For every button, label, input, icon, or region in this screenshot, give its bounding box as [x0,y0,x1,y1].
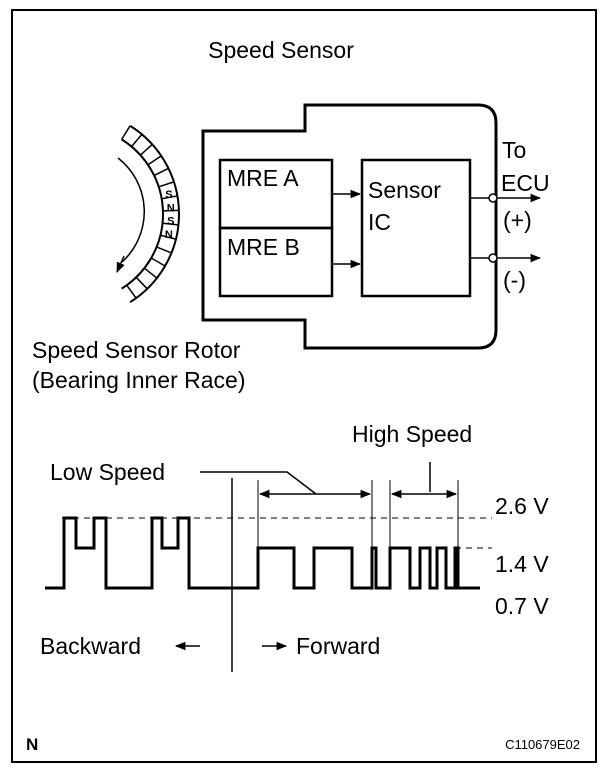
rotor-pole-label: N [167,202,175,214]
rotor-segment-divider [130,133,143,148]
rotor-pole-label: S [165,189,172,201]
sensor-housing [201,103,498,350]
low-speed-label: Low Speed [50,459,165,485]
outer-border [11,9,597,763]
rotor-segment-divider [139,143,153,156]
low-speed-leader [200,471,317,495]
rotor-segment-divider [120,125,131,140]
title: Speed Sensor [208,37,354,63]
output-minus-terminal [488,253,498,263]
to-label: To [502,137,526,163]
rotor-inner-arc [121,138,164,290]
rotor-pole-label: N [165,229,173,241]
rotor-segment-divider [150,257,166,267]
waveform-forward [202,546,480,590]
rotor-segment-divider [158,181,175,188]
mre-a-label: MRE A [227,165,299,191]
rotor-segment-divider [153,167,169,177]
mre-b-label: MRE B [227,234,300,260]
level-2-6-label: 2.6 V [495,493,549,519]
rotation-arrow [116,255,125,273]
rotor-sublabel: (Bearing Inner Race) [32,367,246,393]
rotor-pole-label: S [167,216,174,228]
ecu-label: ECU [501,170,550,196]
rotor-label: Speed Sensor Rotor [32,337,241,363]
high-speed-label: High Speed [352,421,472,447]
rotor-segment-divider [160,234,177,240]
rotor-segment-divider [147,155,162,166]
sensor-ic-label-line1: Sensor [368,177,441,203]
forward-label: Forward [296,633,380,659]
mre-b-block [218,226,334,298]
rotor-segment-divider [162,222,179,226]
rotor-segment-divider [162,209,179,212]
level-0-7-label: 0.7 V [495,593,549,619]
backward-label: Backward [40,633,141,659]
rotation-arc [117,157,145,263]
rotor-segment-divider [126,284,137,299]
output-plus-terminal [488,193,498,203]
rotor-segment-divider [135,276,148,290]
figure-code: C110679E02 [505,737,580,752]
sensor-ic-label-line2: IC [368,209,391,235]
sensor-ic-block [360,158,472,298]
rotor-segment-divider [161,195,178,200]
rotor-segment-divider [156,246,172,254]
waveform-backward [45,516,202,590]
level-1-4-label: 1.4 V [495,551,549,577]
plus-label: (+) [503,207,532,233]
minus-label: (-) [503,267,526,293]
rotor-segment-divider [143,267,158,279]
corner-mark: N [26,735,38,754]
